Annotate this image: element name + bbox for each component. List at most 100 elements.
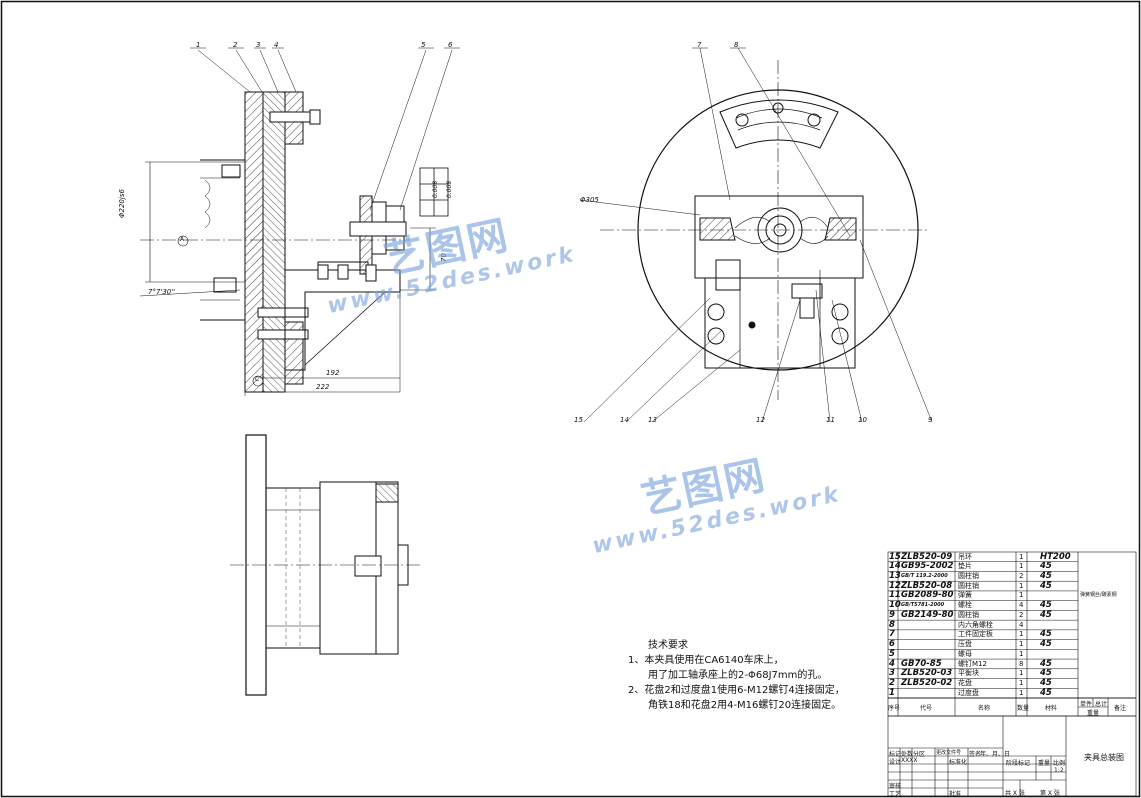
bom-header-unit: 单件 bbox=[1080, 701, 1093, 708]
callout-3: 3 bbox=[256, 41, 261, 49]
mark-label: 标记 bbox=[889, 751, 902, 758]
callout-10: 10 bbox=[858, 416, 867, 424]
callout-12: 12 bbox=[756, 416, 765, 424]
bom-cell-name: 圆柱销 bbox=[958, 581, 979, 590]
bom-cell-qty: 1 bbox=[1019, 591, 1024, 600]
datum-c: C bbox=[255, 376, 260, 383]
zone-label: 分区 bbox=[913, 751, 926, 758]
callout-2: 2 bbox=[233, 41, 238, 49]
bom-cell-name: 圆柱销 bbox=[958, 610, 979, 619]
bom-cell-code: GB2089-80 bbox=[901, 590, 954, 601]
bom-header-no: 序号 bbox=[888, 705, 901, 712]
bom-cell-no: 1 bbox=[889, 687, 895, 698]
scale-label: 比例 bbox=[1053, 760, 1066, 767]
notes-line-1: 1、本夹具使用在CA6140车床上， bbox=[628, 655, 784, 666]
dim-angle: 7°7'30'' bbox=[148, 288, 176, 296]
sign-label: 签名 bbox=[969, 751, 982, 758]
technical-notes: 技术要求 1、本夹具使用在CA6140车床上， 用了加工轴承座上的2-Φ68J7… bbox=[628, 638, 845, 713]
bom-cell-mat: 45 bbox=[1040, 609, 1052, 620]
bom-header-qty: 数量 bbox=[1017, 705, 1030, 712]
bom-header-mat: 材料 bbox=[1045, 705, 1058, 712]
bom-cell-code: ZLB520-08 bbox=[901, 580, 953, 591]
std-label: 标准化 bbox=[949, 759, 968, 766]
bom-header-code: 代号 bbox=[920, 705, 933, 712]
bom-cell-name: 花盘 bbox=[958, 679, 972, 688]
bom-cell-qty: 1 bbox=[1019, 679, 1024, 688]
bom-cell-qty: 1 bbox=[1019, 640, 1024, 649]
bom-cell-no: 3 bbox=[889, 668, 895, 679]
dim-dia-bore: Φ220js6 bbox=[118, 189, 126, 218]
notes-line-2: 用了加工轴承座上的2-Φ68J7mm的孔。 bbox=[648, 670, 828, 681]
tol-value-1: 0.008 bbox=[432, 180, 439, 198]
bom-cell-name: 螺栓 bbox=[958, 601, 972, 610]
bom-cell-no: 2 bbox=[889, 678, 895, 689]
bom-cell-name: 平衡块 bbox=[958, 669, 979, 678]
bom-header-name: 名称 bbox=[978, 705, 991, 712]
bom-cell-qty: 1 bbox=[1019, 630, 1024, 639]
bom-cell-qty: 4 bbox=[1019, 601, 1024, 610]
bom-cell-code: ZLB520-02 bbox=[901, 678, 953, 689]
bom-row-lines bbox=[888, 561, 1078, 689]
callout-7: 7 bbox=[697, 41, 702, 49]
bom-table bbox=[887, 551, 1137, 797]
tol-value-2: 0.008 bbox=[446, 180, 453, 198]
designer: XXXX bbox=[901, 757, 918, 764]
sheet-no: 第 X 张 bbox=[1040, 790, 1060, 797]
count-label: 处数 bbox=[901, 751, 914, 758]
approve-label: 批准 bbox=[949, 791, 962, 798]
bom-cell-no: 10 bbox=[889, 600, 901, 611]
bom-header-note: 备注 bbox=[1114, 705, 1127, 712]
callout-8: 8 bbox=[734, 41, 739, 49]
bom-cell-no: 6 bbox=[889, 639, 895, 650]
bom-cell-code: GB95-2002 bbox=[901, 561, 954, 572]
sheets-total: 共 X 张 bbox=[1005, 790, 1025, 797]
bom-cell-mat: 45 bbox=[1040, 629, 1052, 640]
bom-cell-qty: 8 bbox=[1019, 659, 1024, 668]
bom-cell-name: 压盘 bbox=[958, 640, 972, 649]
bom-cell-qty: 2 bbox=[1019, 571, 1024, 580]
bom-cell-mat: HT200 bbox=[1040, 551, 1071, 562]
bom-header-weight: 重量 bbox=[1087, 710, 1100, 717]
callout-5: 5 bbox=[421, 41, 426, 49]
bom-cell-name: 工件固定板 bbox=[958, 630, 993, 639]
callout-14: 14 bbox=[620, 416, 629, 424]
bom-cell-qty: 1 bbox=[1019, 552, 1024, 561]
bom-cell-qty: 1 bbox=[1019, 562, 1024, 571]
callout-9: 9 bbox=[928, 416, 933, 424]
callout-1: 1 bbox=[196, 41, 201, 49]
drawing-name: 夹具总装图 bbox=[1084, 753, 1124, 762]
bom-cell-name: 垫片 bbox=[958, 562, 972, 571]
bom-cell-name: 内六角螺栓 bbox=[958, 620, 993, 629]
bom-cell-no: 15 bbox=[889, 551, 901, 562]
bom-cell-mat: 45 bbox=[1040, 639, 1052, 650]
doc-label: 更改文件号 bbox=[936, 750, 962, 756]
dim-len-192: 192 bbox=[326, 369, 340, 377]
bom-cell-mat: 45 bbox=[1040, 678, 1052, 689]
bom-cell-no: 14 bbox=[889, 561, 901, 572]
bom-header-total: 总计 bbox=[1095, 701, 1108, 708]
dim-len-222: 222 bbox=[316, 383, 330, 391]
bom-cell-mat: 45 bbox=[1040, 580, 1052, 591]
bom-cell-qty: 1 bbox=[1019, 669, 1024, 678]
side-view-circle bbox=[579, 47, 933, 423]
bom-cell-no: 7 bbox=[889, 629, 895, 640]
bom-cell-note: 弹簧钢丝/碳素钢 bbox=[1080, 592, 1117, 599]
bom-cell-name: 螺母 bbox=[958, 649, 972, 658]
notes-title: 技术要求 bbox=[648, 640, 688, 651]
bom-cell-name: 圆柱销 bbox=[958, 571, 979, 580]
weight-label: 重量 bbox=[1038, 760, 1051, 767]
bom-cell-name: 螺钉M12 bbox=[958, 659, 987, 668]
bom-cell-code: ZLB520-03 bbox=[901, 668, 953, 679]
bom-cell-name: 吊环 bbox=[958, 552, 972, 561]
check-label: 审核 bbox=[889, 783, 902, 790]
date-label: 年、月、日 bbox=[980, 751, 1011, 758]
bom-cell-no: 11 bbox=[889, 590, 901, 601]
bom-cell-name: 弹簧 bbox=[958, 591, 972, 600]
bom-cell-mat: 45 bbox=[1040, 600, 1052, 611]
bom-cell-no: 9 bbox=[889, 609, 895, 620]
callout-15: 15 bbox=[574, 416, 583, 424]
bom-cell-code: GB2149-80 bbox=[901, 609, 954, 620]
bom-cell-no: 13 bbox=[889, 570, 901, 581]
